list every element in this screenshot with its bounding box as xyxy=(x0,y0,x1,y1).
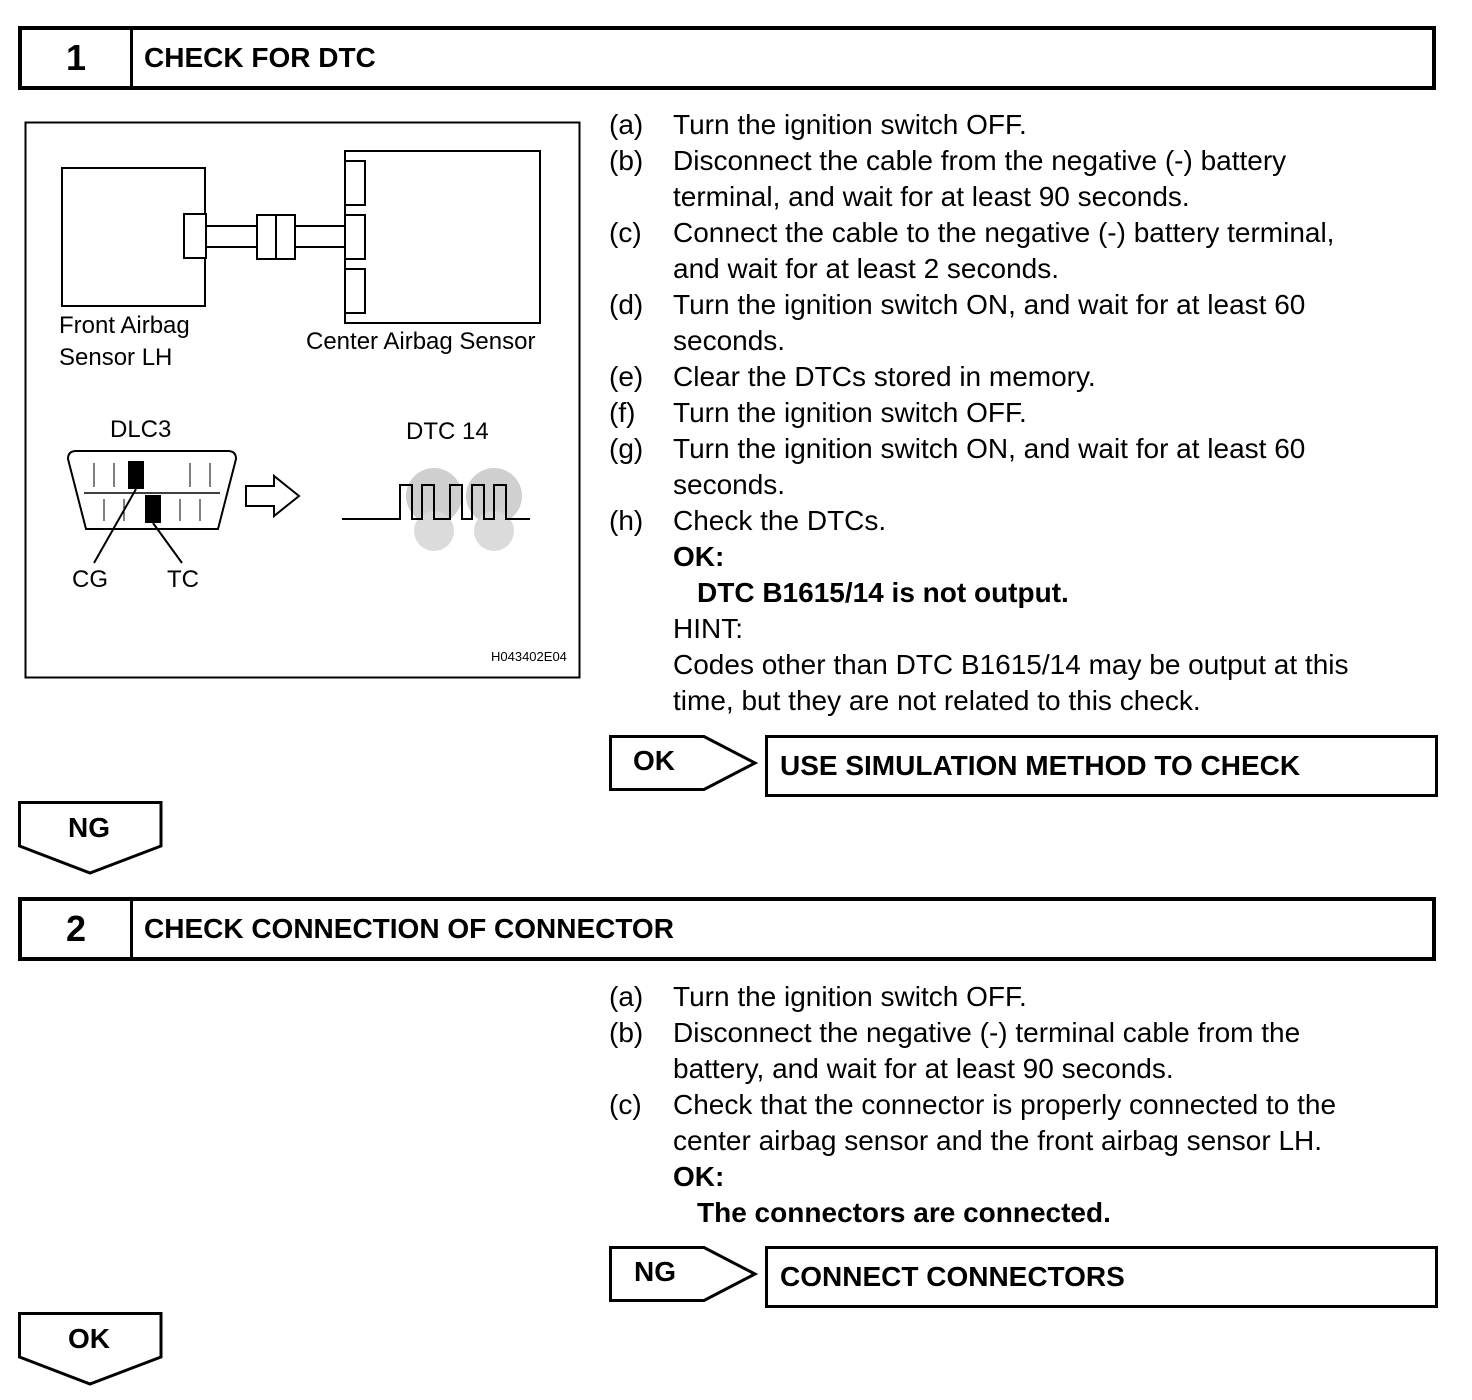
ok-arrow-label: OK xyxy=(633,745,675,776)
ng-down-label: NG xyxy=(68,812,110,843)
dlc3-label: DLC3 xyxy=(110,416,171,443)
step-title: CHECK CONNECTION OF CONNECTOR xyxy=(144,913,674,944)
front-airbag-sensor-label: Front Airbag xyxy=(59,312,190,339)
step-2-header: 2 CHECK CONNECTION OF CONNECTOR xyxy=(18,897,1436,961)
step-number: 2 xyxy=(22,901,133,957)
step-1-header: 1 CHECK FOR DTC xyxy=(18,26,1436,90)
hint-label: HINT: xyxy=(673,613,743,644)
dtc14-label: DTC 14 xyxy=(406,418,489,445)
procedure-item: (f)Turn the ignition switch OFF. xyxy=(609,397,1027,428)
blink-indicator-icon xyxy=(406,468,522,551)
ng-arrow-label: NG xyxy=(634,1256,676,1287)
procedure-item: (c)Connect the cable to the negative (-)… xyxy=(609,217,1335,284)
ng-result-arrow xyxy=(609,1246,759,1302)
procedure-item: (g)Turn the ignition switch ON, and wait… xyxy=(609,433,1306,500)
step-2-procedure: (a)Turn the ignition switch OFF. (b)Disc… xyxy=(609,979,1336,1231)
ok-label: OK: xyxy=(673,541,725,572)
procedure-item: (e)Clear the DTCs stored in memory. xyxy=(609,361,1096,392)
ok-result-arrow xyxy=(609,735,759,791)
hint-text: Codes other than DTC B1615/14 may be out… xyxy=(673,649,1349,716)
dtc-figure: Front Airbag Sensor LH Center Airbag Sen… xyxy=(24,121,581,679)
dtc-pulse-waveform xyxy=(342,484,530,520)
procedure-item: (a)Turn the ignition switch OFF. xyxy=(609,109,1027,140)
ok-criteria: The connectors are connected. xyxy=(697,1197,1111,1228)
step-1-procedure: (a)Turn the ignition switch OFF. (b)Disc… xyxy=(609,107,1349,719)
ok-label: OK: xyxy=(673,1161,725,1192)
cg-label: CG xyxy=(72,566,108,593)
result-box-simulation: USE SIMULATION METHOD TO CHECK xyxy=(765,735,1438,797)
front-airbag-sensor-label-2: Sensor LH xyxy=(59,344,172,371)
dlc3-connector xyxy=(66,450,238,530)
ok-criteria: DTC B1615/14 is not output. xyxy=(697,577,1069,608)
procedure-item: (b)Disconnect the negative (-) terminal … xyxy=(609,1017,1301,1084)
procedure-item: (b)Disconnect the cable from the negativ… xyxy=(609,145,1287,212)
ok-down-label: OK xyxy=(68,1323,110,1354)
center-airbag-sensor-box xyxy=(344,150,541,324)
procedure-item: (a)Turn the ignition switch OFF. xyxy=(609,981,1027,1012)
result-box-connect: CONNECT CONNECTORS xyxy=(765,1246,1438,1308)
procedure-item: (c)Check that the connector is properly … xyxy=(609,1089,1337,1156)
procedure-item: (d)Turn the ignition switch ON, and wait… xyxy=(609,289,1306,356)
figure-code: H043402E04 xyxy=(491,649,567,664)
step-number: 1 xyxy=(22,30,133,86)
hollow-arrow-icon xyxy=(245,473,301,519)
center-airbag-sensor-label: Center Airbag Sensor xyxy=(306,328,535,355)
ng-down-arrow xyxy=(18,801,163,875)
ok-down-arrow xyxy=(18,1312,163,1386)
step-title: CHECK FOR DTC xyxy=(144,42,376,73)
procedure-item: (h)Check the DTCs. xyxy=(609,505,887,536)
tc-label: TC xyxy=(167,566,199,593)
